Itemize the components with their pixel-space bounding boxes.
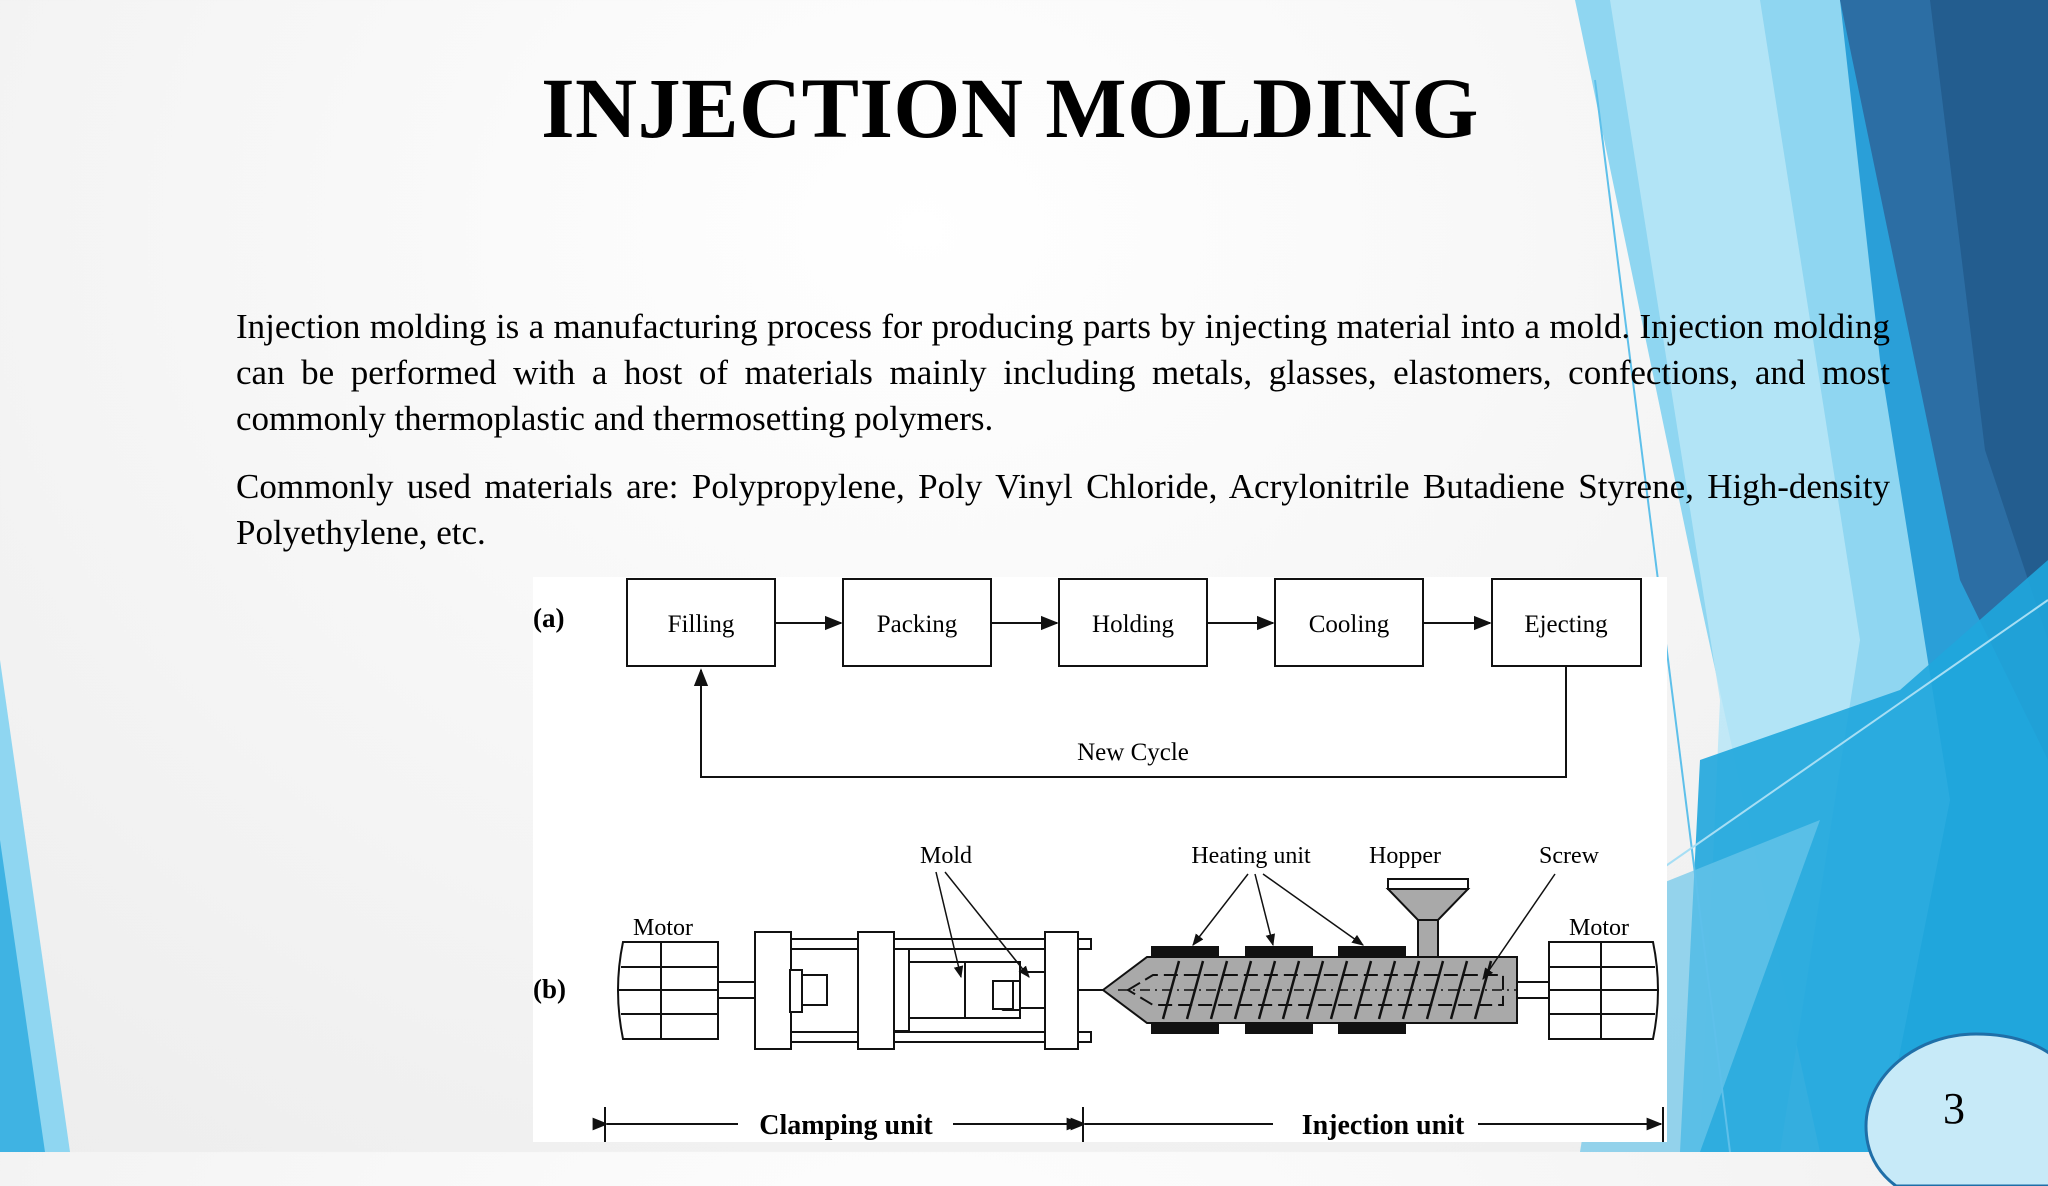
cycle-step-label: Packing — [877, 611, 958, 638]
cycle-step-ejecting: Ejecting — [1491, 578, 1642, 667]
heating-unit-label: Heating unit — [1191, 843, 1311, 869]
screw-flight — [1329, 960, 1349, 1020]
motor-right — [1516, 941, 1659, 1040]
screw-flight — [1449, 960, 1469, 1020]
screw-flight — [1233, 960, 1253, 1020]
accent-line — [1659, 599, 2048, 871]
unit-dimension-lines — [592, 1107, 1664, 1142]
new-cycle-label: New Cycle — [1077, 739, 1189, 766]
cycle-arrows — [693, 615, 1567, 778]
screw-flight — [1185, 960, 1205, 1020]
injection-unit-label: Injection unit — [1302, 1110, 1465, 1141]
cycle-step-label: Holding — [1092, 611, 1174, 638]
cycle-step-filling: Filling — [626, 578, 776, 667]
screw-leader-line — [1482, 873, 1556, 980]
clamping-unit-label: Clamping unit — [759, 1110, 933, 1141]
cycle-step-label: Filling — [668, 611, 735, 638]
cycle-step-label: Cooling — [1309, 611, 1390, 638]
hopper-label: Hopper — [1369, 843, 1441, 869]
screw-flight — [1257, 960, 1277, 1020]
motor-right-label: Motor — [1569, 915, 1629, 941]
new-cycle-return-arrow — [693, 666, 1567, 778]
part-a-label: (a) — [533, 603, 564, 633]
screw-flight — [1401, 960, 1421, 1020]
slide-background — [0, 0, 2048, 1152]
paragraph-definition: Injection molding is a manufacturing pro… — [236, 307, 1890, 438]
hopper — [1385, 878, 1471, 958]
injection-barrel — [1101, 946, 1533, 1034]
cycle-step-cooling: Cooling — [1274, 578, 1424, 667]
accent-shape-bright — [1680, 560, 2048, 1152]
screw-flight — [1281, 960, 1301, 1020]
injection-molding-figure: (a) Filling Packing Holding Cooling Ejec… — [533, 577, 1667, 1142]
mold-leader-lines — [935, 871, 1030, 979]
screw-label: Screw — [1539, 843, 1600, 869]
accent-shape-left-dark — [0, 840, 45, 1152]
screw-flight — [1377, 960, 1397, 1020]
screw-flight — [1425, 960, 1445, 1020]
motor-left-label: Motor — [633, 915, 693, 941]
screw-flight — [1209, 960, 1229, 1020]
clamping-unit — [754, 931, 1092, 1050]
injection-screw — [1161, 960, 1493, 1020]
motor-left — [617, 941, 757, 1040]
mold — [992, 980, 1103, 1010]
slide-title: INJECTION MOLDING — [541, 60, 1479, 156]
screw-flight — [1305, 960, 1325, 1020]
cycle-step-label: Ejecting — [1524, 611, 1608, 638]
page-number: 3 — [1943, 1084, 1965, 1133]
screw-flight — [1161, 960, 1181, 1020]
mold-label: Mold — [920, 843, 972, 869]
heating-unit-leader-lines — [1192, 873, 1364, 947]
screw-flight — [1353, 960, 1373, 1020]
part-b-label: (b) — [533, 974, 566, 1004]
cycle-step-packing: Packing — [842, 578, 992, 667]
paragraph-materials: Commonly used materials are: Polypropyle… — [236, 467, 1890, 552]
cycle-step-holding: Holding — [1058, 578, 1208, 667]
accent-shape-deep — [1930, 0, 2048, 640]
